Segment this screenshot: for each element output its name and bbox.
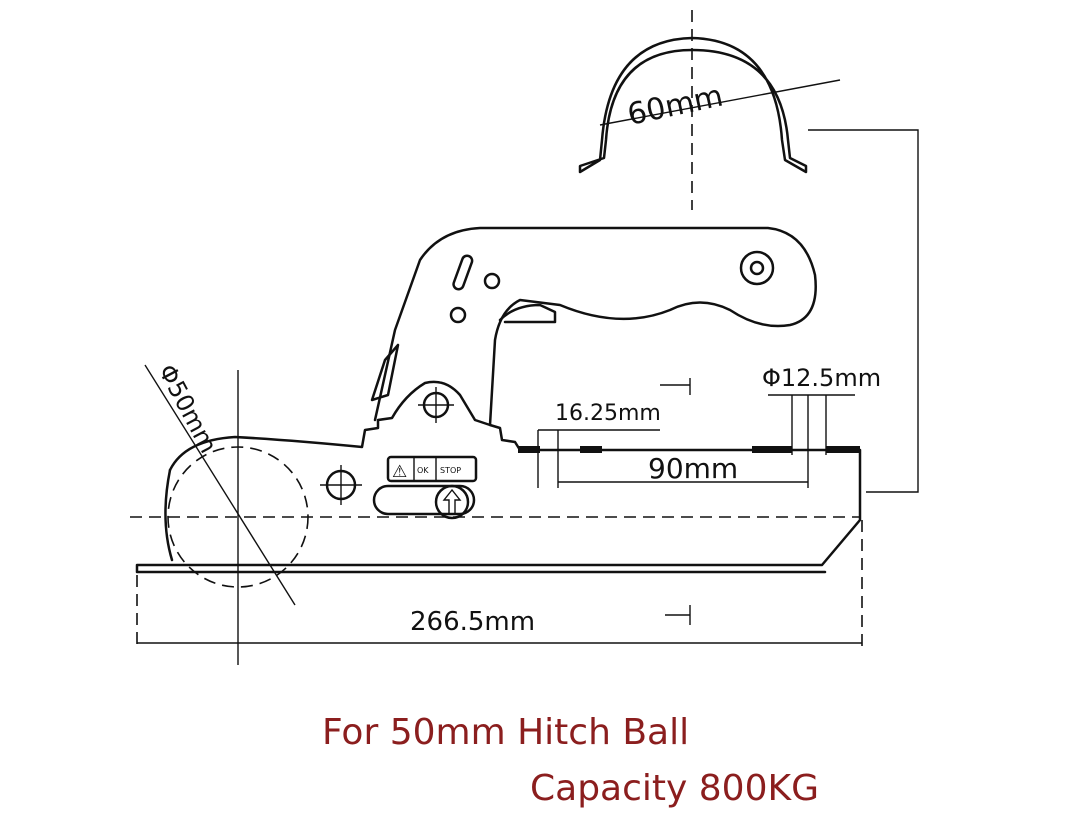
dimension-lines: 16.25mm 90mm Φ12.5mm 266.5mm <box>136 364 881 648</box>
caption-capacity: Capacity 800KG <box>530 768 819 809</box>
ok-stop-label <box>386 455 478 483</box>
hole-offset-label: 16.25mm <box>555 401 661 426</box>
overall-length-label: 266.5mm <box>410 607 535 637</box>
handle <box>370 226 817 427</box>
hole-diameter-label: Φ12.5mm <box>762 364 881 392</box>
ball-diameter-label: Φ50mm <box>153 360 223 458</box>
coupler-body: ⚠ OK STOP <box>135 380 862 574</box>
warning-icon: ⚠ <box>392 462 407 482</box>
clamp-diameter-label: 60mm <box>624 79 726 133</box>
stop-text: STOP <box>440 466 461 475</box>
caption-hitch-ball: For 50mm Hitch Ball <box>322 712 690 753</box>
hole-spacing-label: 90mm <box>648 452 738 485</box>
release-button <box>372 484 476 516</box>
ok-text: OK <box>417 466 429 475</box>
